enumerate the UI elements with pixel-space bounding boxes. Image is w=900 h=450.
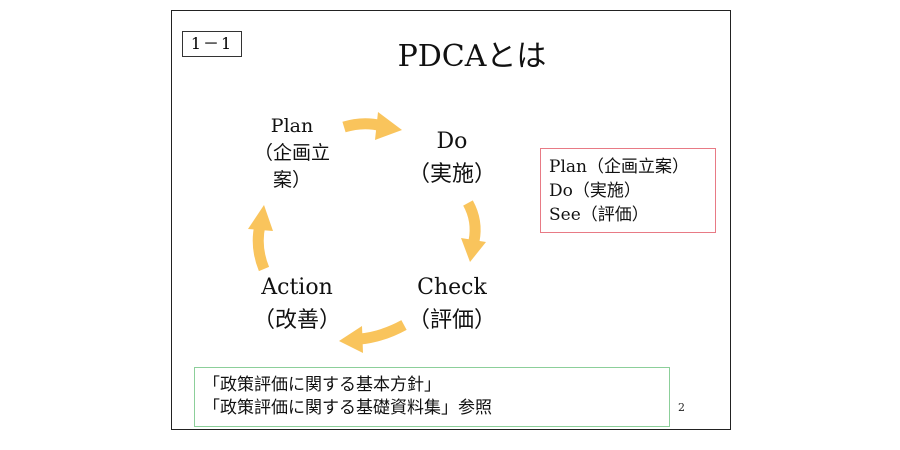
arrow-plan-to-do xyxy=(342,112,402,140)
node-plan-sub-line1: （企画立 xyxy=(253,142,330,164)
arrow-action-to-plan xyxy=(248,205,273,272)
legend-box: Plan（企画立案） Do（実施） See（評価） xyxy=(540,148,716,233)
node-do-sub: （実施） xyxy=(407,162,496,187)
reference-line: 「政策評価に関する基礎資料集」参照 xyxy=(203,398,492,418)
node-check-sub: （評価） xyxy=(407,308,496,333)
legend-item: Plan（企画立案） xyxy=(549,157,689,177)
cycle-node-plan: Plan （企画立 案） xyxy=(242,113,342,194)
reference-line: 「政策評価に関する基本方針」 xyxy=(203,375,441,395)
node-check-name: Check xyxy=(417,275,487,300)
arrow-check-to-action xyxy=(339,320,407,353)
cycle-arrows xyxy=(248,112,486,353)
slide-number-label: 1－1 xyxy=(182,31,242,57)
slide: 1－1 PDCAとは Plan （企画立 案） Do （実施） Check （評… xyxy=(171,10,731,430)
cycle-node-action: Action （改善） xyxy=(237,271,357,337)
node-do-name: Do xyxy=(436,129,468,154)
node-action-name: Action xyxy=(261,275,333,300)
node-plan-sub-line2: 案） xyxy=(272,169,311,191)
cycle-node-do: Do （実施） xyxy=(392,125,512,191)
legend-item: Do（実施） xyxy=(549,181,641,201)
cycle-node-check: Check （評価） xyxy=(387,271,517,337)
arrow-do-to-check xyxy=(461,200,486,262)
reference-box: 「政策評価に関する基本方針」 「政策評価に関する基礎資料集」参照 xyxy=(194,367,670,427)
legend-item: See（評価） xyxy=(549,205,649,225)
node-action-sub: （改善） xyxy=(252,308,341,333)
node-plan-name: Plan xyxy=(270,115,314,137)
slide-title: PDCAとは xyxy=(397,39,547,74)
page-number: 2 xyxy=(678,401,685,414)
